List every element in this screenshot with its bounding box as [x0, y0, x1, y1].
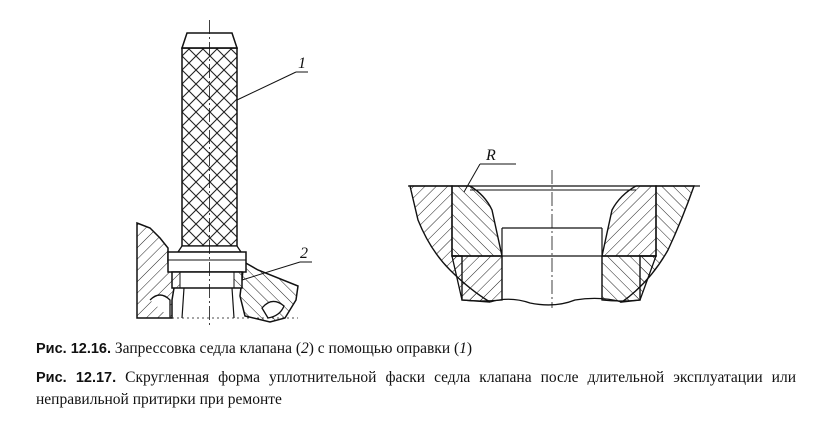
figures-area: 1 2 R: [136, 20, 700, 325]
figure-12-16-drawing: 1 2: [136, 20, 312, 325]
valve-seat-ring: [171, 271, 243, 289]
caption-text: Запрессовка седла клапана (2) с помощью …: [114, 340, 473, 357]
figure-12-17-drawing: R: [408, 147, 700, 308]
seat-ring-left: [451, 185, 503, 257]
caption-figure-12-17: Рис. 12.17. Скругленная форма уплотнител…: [36, 367, 796, 411]
caption-label: Рис. 12.17.: [36, 370, 117, 386]
mandrel-collar: [167, 251, 247, 273]
callout-leader-1: [236, 71, 297, 101]
callout-label-2: 2: [300, 245, 308, 262]
callout-label-1: 1: [298, 55, 306, 72]
callout-leader-r: [463, 163, 481, 193]
caption-label: Рис. 12.16.: [36, 341, 112, 357]
seat-ring-right: [601, 185, 657, 257]
callout-label-r: R: [485, 147, 496, 164]
caption-text: Скругленная форма уплотнительной фаски с…: [36, 369, 796, 408]
caption-figure-12-16: Рис. 12.16. Запрессовка седла клапана (2…: [36, 338, 796, 360]
callout-leader-2: [241, 261, 301, 281]
